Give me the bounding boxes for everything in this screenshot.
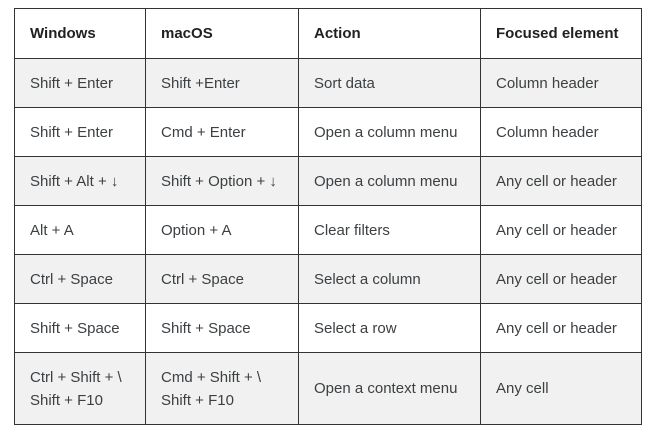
table-row: Shift + Alt + ↓ Shift + Option + ↓ Open … [14,156,642,206]
cell-windows-shortcut: Ctrl + Space [14,254,146,304]
cell-action: Open a column menu [298,107,481,157]
cell-macos-shortcut: Option + A [145,205,299,255]
keyboard-shortcuts-table: Windows macOS Action Focused element Shi… [14,8,642,425]
table-row: Shift + Enter Cmd + Enter Open a column … [14,107,642,157]
cell-action: Clear filters [298,205,481,255]
cell-windows-shortcut: Shift + Alt + ↓ [14,156,146,206]
table-row: Shift + Space Shift + Space Select a row… [14,303,642,353]
cell-action: Select a row [298,303,481,353]
cell-focused-element: Any cell [480,352,642,425]
cell-action: Sort data [298,58,481,108]
table-row: Shift + Enter Shift +Enter Sort data Col… [14,58,642,108]
cell-action: Open a column menu [298,156,481,206]
cell-focused-element: Any cell or header [480,156,642,206]
cell-windows-shortcut: Alt + A [14,205,146,255]
cell-focused-element: Column header [480,107,642,157]
cell-focused-element: Column header [480,58,642,108]
column-header-focused-element: Focused element [480,8,642,59]
cell-windows-shortcut: Ctrl + Shift + \ Shift + F10 [14,352,146,425]
cell-focused-element: Any cell or header [480,254,642,304]
cell-macos-shortcut: Shift +Enter [145,58,299,108]
cell-focused-element: Any cell or header [480,303,642,353]
cell-macos-shortcut: Cmd + Shift + \ Shift + F10 [145,352,299,425]
cell-macos-shortcut: Shift + Option + ↓ [145,156,299,206]
cell-windows-shortcut: Shift + Enter [14,107,146,157]
table-row: Ctrl + Space Ctrl + Space Select a colum… [14,254,642,304]
cell-action: Open a context menu [298,352,481,425]
cell-macos-shortcut: Shift + Space [145,303,299,353]
cell-macos-shortcut: Ctrl + Space [145,254,299,304]
table-row: Alt + A Option + A Clear filters Any cel… [14,205,642,255]
cell-macos-shortcut: Cmd + Enter [145,107,299,157]
table-row: Ctrl + Shift + \ Shift + F10 Cmd + Shift… [14,352,642,425]
cell-action: Select a column [298,254,481,304]
column-header-windows: Windows [14,8,146,59]
cell-focused-element: Any cell or header [480,205,642,255]
column-header-action: Action [298,8,481,59]
cell-windows-shortcut: Shift + Enter [14,58,146,108]
cell-windows-shortcut: Shift + Space [14,303,146,353]
column-header-macos: macOS [145,8,299,59]
table-header-row: Windows macOS Action Focused element [14,8,642,59]
